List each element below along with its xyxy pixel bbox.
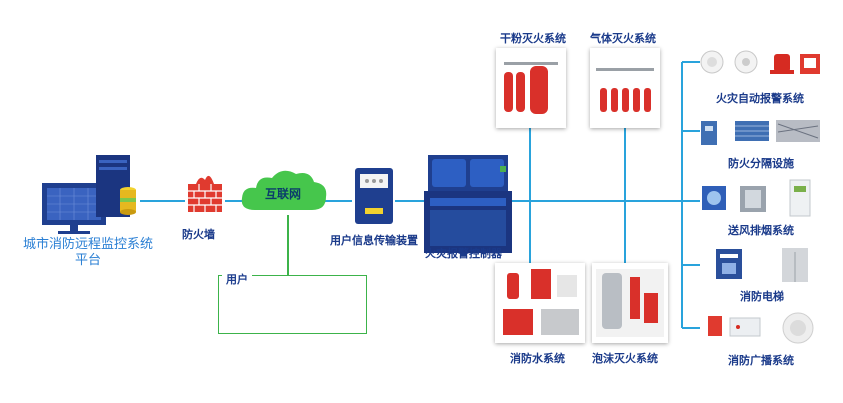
gas-system-card[interactable]: [590, 48, 660, 128]
foam-system-label: 泡沫灭火系统: [592, 352, 658, 365]
fire-water-system-label: 消防水系统: [510, 352, 565, 365]
alarm-siren-icon: [770, 54, 794, 74]
platform-label-line2: 平台: [74, 253, 101, 268]
internet-cloud-icon: [241, 170, 327, 210]
smoke-detector-icon: [700, 50, 724, 74]
dry-powder-system-card[interactable]: [496, 48, 566, 128]
smoke-valve-icon: [740, 186, 766, 212]
blower-fan-icon: [702, 186, 726, 210]
smoke-exhaust-system-label: 送风排烟系统: [728, 224, 794, 237]
heat-detector-icon: [734, 50, 758, 74]
auto-alarm-system-label: 火灾自动报警系统: [716, 92, 804, 105]
dry-powder-cylinders-icon: [504, 62, 558, 114]
transmitter-label: 用户信息传输装置: [330, 234, 418, 247]
fire-separation-label: 防火分隔设施: [728, 157, 794, 170]
smoke-control-cabinet-icon: [789, 179, 811, 217]
elevator-door-icon: [782, 248, 808, 282]
fire-alarm-controller-icon: [424, 155, 512, 253]
platform-label: 城市消防远程监控系统 平台: [8, 237, 168, 269]
foam-system-card[interactable]: [592, 263, 668, 343]
firewall-icon: [188, 175, 222, 212]
platform-label-line1: 城市消防远程监控系统: [22, 237, 153, 252]
fire-elevator-label: 消防电梯: [740, 290, 784, 303]
fire-door-icon: [701, 121, 717, 145]
broadcast-panel-icon: [729, 317, 761, 337]
ceiling-speaker-icon: [782, 312, 814, 344]
fire-damper-icon: [776, 120, 820, 142]
firewall-label: 防火墙: [182, 228, 215, 241]
fire-water-equipment-icon: [503, 269, 579, 335]
elevator-sign-icon: [716, 249, 742, 279]
gas-cylinders-icon: [596, 68, 654, 112]
user-box-title: 用户: [222, 271, 252, 287]
fire-broadcast-system-label: 消防广播系统: [728, 354, 794, 367]
fire-shutter-icon: [735, 121, 769, 141]
broadcast-phone-icon: [708, 316, 722, 336]
connection-lines: [140, 61, 700, 329]
controller-label: 火灾报警控制器: [425, 247, 502, 260]
internet-label: 互联网: [265, 187, 302, 201]
fire-alarm-button-icon: [800, 54, 820, 74]
platform-computer-icon: [42, 155, 136, 234]
transmitter-icon: [355, 168, 393, 224]
fire-water-system-card[interactable]: [495, 263, 585, 343]
dry-powder-system-label: 干粉灭火系统: [500, 32, 566, 45]
foam-equipment-icon: [596, 269, 664, 337]
gas-system-label: 气体灭火系统: [590, 32, 656, 45]
